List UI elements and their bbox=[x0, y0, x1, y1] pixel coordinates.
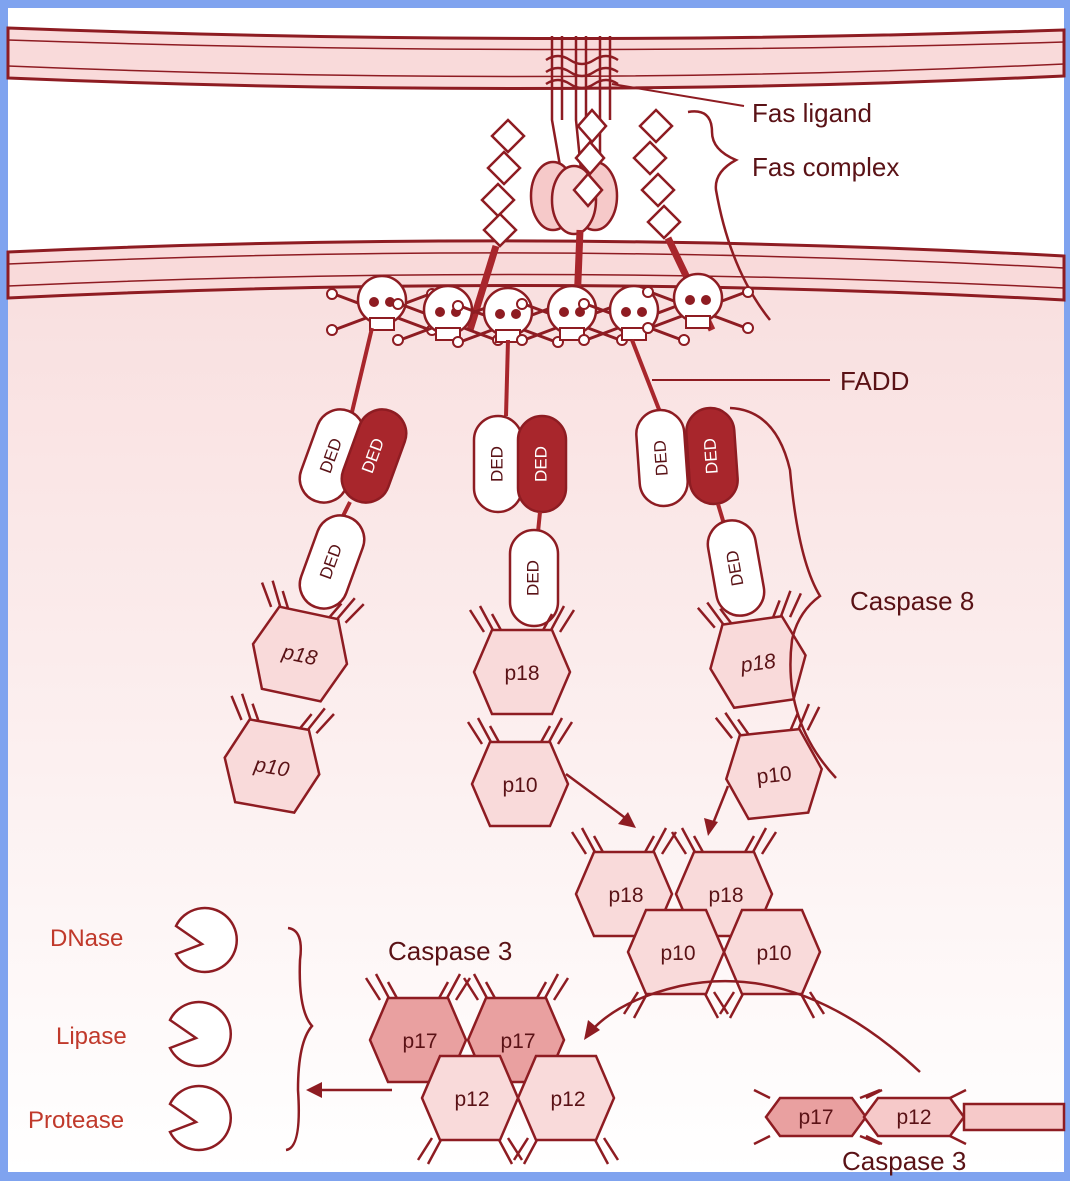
p12-label: p12 bbox=[550, 1088, 585, 1111]
ded-label: DED bbox=[523, 560, 542, 596]
caspase8-ded-dark-middle: DED bbox=[518, 416, 566, 512]
lipase-label: Lipase bbox=[56, 1023, 127, 1050]
fadd-ded-middle: DED bbox=[474, 416, 522, 512]
dnase-label: DNase bbox=[50, 925, 123, 952]
fadd-label: FADD bbox=[840, 366, 909, 396]
caspase8-ded-middle: DED bbox=[510, 530, 558, 626]
fas-complex-label: Fas complex bbox=[752, 152, 899, 182]
ded-label: DED bbox=[531, 446, 550, 482]
p12-label: p12 bbox=[454, 1088, 489, 1111]
p10-label: p10 bbox=[660, 942, 695, 965]
p10-label: p10 bbox=[502, 774, 537, 797]
fadd-stalk-middle bbox=[506, 340, 508, 416]
upper-membrane bbox=[8, 28, 1064, 89]
ded-label: DED bbox=[650, 439, 671, 476]
caspase8-label: Caspase 8 bbox=[850, 586, 974, 616]
p10-label: p10 bbox=[756, 762, 793, 789]
fadd-ded-right: DED bbox=[635, 408, 690, 507]
p10-label: p10 bbox=[756, 942, 791, 965]
ded-label: DED bbox=[700, 437, 721, 474]
p17-label: p17 bbox=[402, 1030, 437, 1053]
protease-label: Protease bbox=[28, 1107, 124, 1134]
p18-label: p18 bbox=[608, 884, 643, 907]
p18-label: p18 bbox=[708, 884, 743, 907]
p17-label: p17 bbox=[798, 1106, 833, 1129]
p17-label: p17 bbox=[500, 1030, 535, 1053]
caspase3-label-top: Caspase 3 bbox=[388, 936, 512, 966]
p12-label: p12 bbox=[896, 1106, 931, 1129]
fas-ligand-label: Fas ligand bbox=[752, 98, 872, 128]
ded-label: DED bbox=[487, 446, 506, 482]
caspase3-label-bottom: Caspase 3 bbox=[842, 1146, 966, 1176]
p18-label: p18 bbox=[504, 662, 539, 685]
caspase8-ded-dark-right: DED bbox=[685, 406, 740, 505]
